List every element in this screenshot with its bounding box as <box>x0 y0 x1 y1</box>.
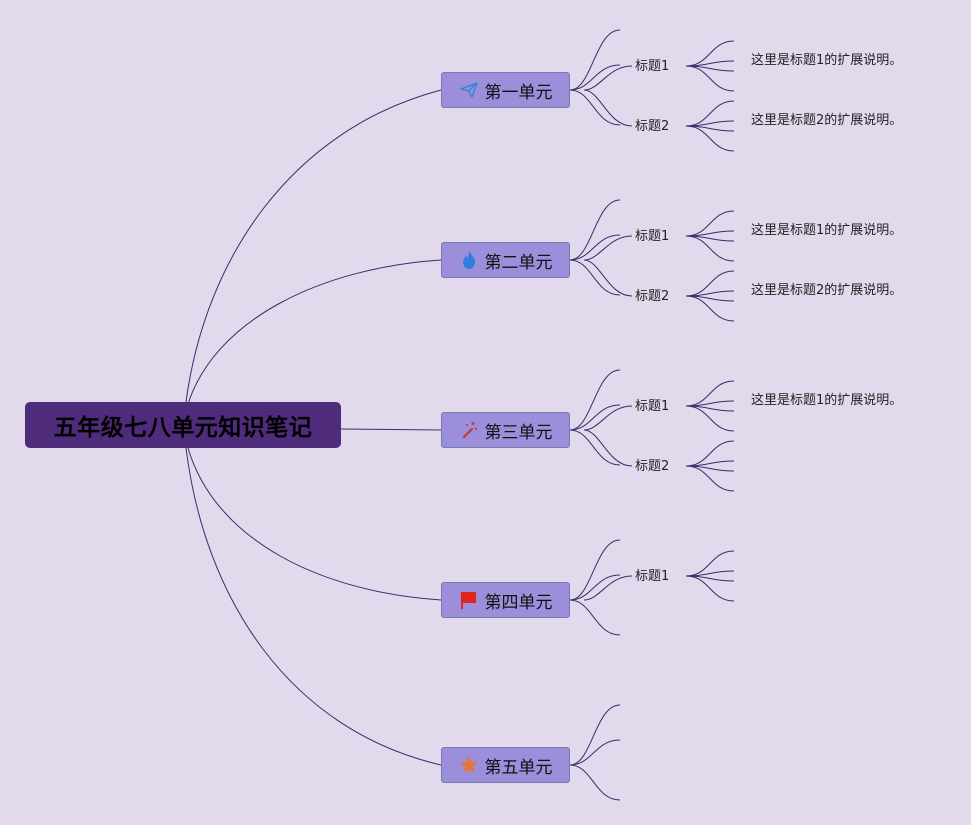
unit-node-2[interactable]: 第二单元 <box>441 242 570 278</box>
topic-1-1-desc[interactable]: 这里是标题1的扩展说明。 <box>751 53 903 68</box>
unit-1-topic-2-line <box>583 89 633 127</box>
unit-5-branch-1-line <box>569 704 621 766</box>
unit-label: 第一单元 <box>484 82 553 103</box>
topic-3-1[interactable]: 标题1 <box>635 399 670 414</box>
unit-1-topic-1-fan-1-line <box>685 40 735 67</box>
unit-2-topic-1-fan-1-line <box>685 210 735 237</box>
unit-node-3[interactable]: 第三单元 <box>441 412 570 448</box>
unit-5-branch-3-line <box>569 764 621 801</box>
paper-plane-icon <box>459 80 479 100</box>
unit-label: 第三单元 <box>484 422 553 443</box>
unit-3-topic-2-fan-4-line <box>685 465 735 492</box>
unit-2-branch-1-line <box>569 199 621 261</box>
unit-3-branch-1-line <box>569 369 621 431</box>
unit-4-topic-1-line <box>583 575 633 601</box>
topic-2-1-desc[interactable]: 这里是标题1的扩展说明。 <box>751 223 903 238</box>
unit-2-branch-3-line <box>569 259 621 296</box>
root-to-unit-1-line <box>185 89 442 403</box>
unit-3-topic-2-line <box>583 429 633 467</box>
root-title: 五年级七八单元知识笔记 <box>53 415 313 441</box>
unit-1-topic-1-fan-4-line <box>685 65 735 92</box>
unit-3-branch-3-line <box>569 429 621 466</box>
unit-3-topic-1-fan-1-line <box>685 380 735 407</box>
unit-4-topic-1-fan-4-line <box>685 575 735 602</box>
unit-1-branch-3-line <box>569 89 621 126</box>
unit-4-branch-2-line <box>569 574 621 601</box>
flame-icon <box>459 250 479 270</box>
unit-2-topic-2-line <box>583 259 633 297</box>
unit-4-topic-1-fan-1-line <box>685 550 735 577</box>
unit-2-topic-1-line <box>583 235 633 261</box>
unit-4-branch-3-line <box>569 599 621 636</box>
unit-node-1[interactable]: 第一单元 <box>441 72 570 108</box>
unit-1-topic-1-line <box>583 65 633 91</box>
unit-3-topic-1-line <box>583 405 633 431</box>
unit-1-branch-1-line <box>569 29 621 91</box>
unit-node-4[interactable]: 第四单元 <box>441 582 570 618</box>
root-to-unit-4-line <box>187 447 442 601</box>
unit-5-branch-2-line <box>569 739 621 766</box>
topic-1-2[interactable]: 标题2 <box>635 119 670 134</box>
root-to-unit-2-line <box>187 259 442 405</box>
unit-3-branch-2-line <box>569 404 621 431</box>
topic-1-2-desc[interactable]: 这里是标题2的扩展说明。 <box>751 113 903 128</box>
unit-4-branch-1-line <box>569 539 621 601</box>
unit-node-5[interactable]: 第五单元 <box>441 747 570 783</box>
root-node[interactable]: 五年级七八单元知识笔记 <box>25 402 341 448</box>
topic-1-1[interactable]: 标题1 <box>635 59 670 74</box>
unit-2-branch-2-line <box>569 234 621 261</box>
root-to-unit-5-line <box>185 447 442 766</box>
topic-3-1-desc[interactable]: 这里是标题1的扩展说明。 <box>751 393 903 408</box>
flag-icon <box>459 590 479 610</box>
magic-wand-icon <box>459 420 479 440</box>
unit-1-topic-2-fan-1-line <box>685 100 735 127</box>
topic-2-2-desc[interactable]: 这里是标题2的扩展说明。 <box>751 283 903 298</box>
unit-1-branch-2-line <box>569 64 621 91</box>
unit-2-topic-2-fan-1-line <box>685 270 735 297</box>
unit-label: 第四单元 <box>484 592 553 613</box>
unit-3-topic-1-fan-4-line <box>685 405 735 432</box>
topic-2-1[interactable]: 标题1 <box>635 229 670 244</box>
star-icon <box>459 755 479 775</box>
topic-2-2[interactable]: 标题2 <box>635 289 670 304</box>
unit-2-topic-2-fan-4-line <box>685 295 735 322</box>
root-to-unit-3-line <box>340 428 442 431</box>
unit-2-topic-1-fan-4-line <box>685 235 735 262</box>
unit-3-topic-2-fan-1-line <box>685 440 735 467</box>
unit-1-topic-2-fan-4-line <box>685 125 735 152</box>
unit-label: 第五单元 <box>484 757 553 778</box>
unit-label: 第二单元 <box>484 252 553 273</box>
topic-4-1[interactable]: 标题1 <box>635 569 670 584</box>
topic-3-2[interactable]: 标题2 <box>635 459 670 474</box>
